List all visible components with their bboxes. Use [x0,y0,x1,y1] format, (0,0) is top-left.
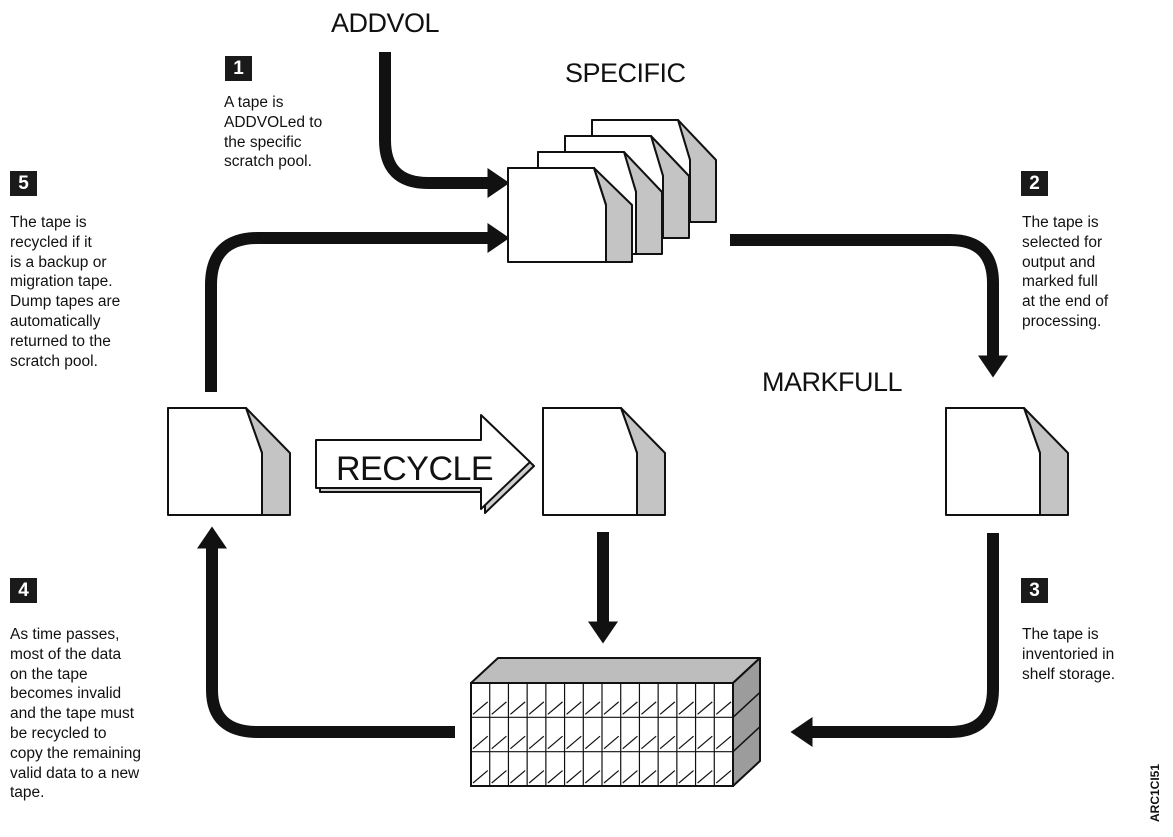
addvol-flow-arrow [379,52,510,198]
to-shelf-arrow [790,533,999,747]
step-5-description: The tape is recycled if it is a backup o… [10,214,121,370]
step-4-badge: 4 [10,578,37,603]
figure-id: ARC1CI51 [1148,763,1162,822]
recycle-label: RECYCLE [336,450,494,488]
specific-label: SPECIFIC [565,58,686,88]
tape-awaiting-recycle [167,407,291,516]
shelf-storage-rack [470,657,761,787]
step-2-description: The tape is selected for output and mark… [1022,214,1109,330]
specific-pool-tape-front [507,167,633,263]
markfull-label: MARKFULL [762,367,903,397]
step-4-description: As time passes, most of the data on the … [10,626,141,802]
step-5-badge: 5 [10,171,37,196]
recycled-output-tape [542,407,666,516]
step-3-description: The tape is inventoried in shelf storage… [1022,626,1116,683]
addvol-label: ADDVOL [331,8,440,38]
step-1-description: A tape is ADDVOLed to the specific scrat… [224,94,323,171]
step-3-badge: 3 [1021,578,1048,603]
return-to-pool-arrow [205,223,510,392]
full-tape [945,407,1069,516]
aging-arrow [197,526,455,738]
select-output-arrow [730,234,1008,378]
step-2-badge: 2 [1021,171,1048,196]
step-1-badge: 1 [225,56,252,81]
